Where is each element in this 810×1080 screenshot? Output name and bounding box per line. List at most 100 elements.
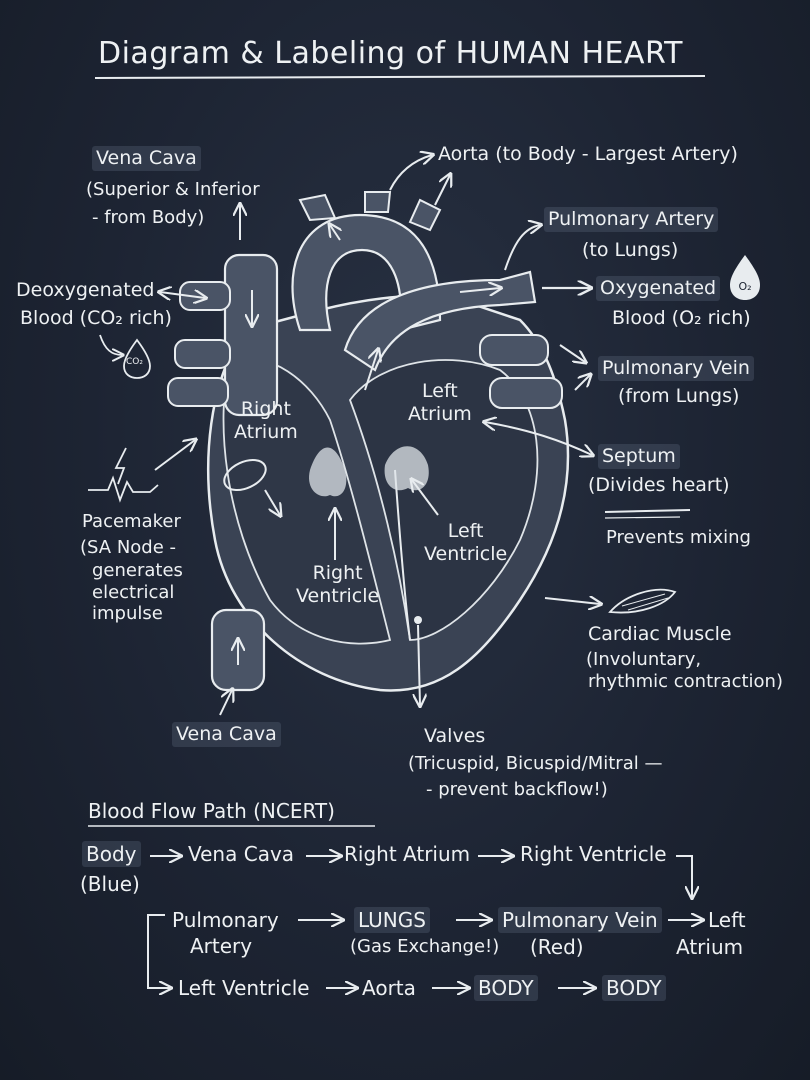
septum-decor-1 (604, 509, 691, 513)
tricuspid-valve (309, 447, 347, 497)
valve-dot (414, 616, 422, 624)
arrow-valves (418, 624, 420, 705)
label-cardiac-muscle: Cardiac Muscle (588, 623, 732, 645)
label-valves: Valves (424, 725, 486, 747)
label-right-ventricle: Right Ventricle (296, 562, 379, 608)
flow-arrow-rv (364, 350, 378, 391)
arrow-cardiac (544, 598, 600, 604)
flow-arrow-ra (264, 489, 280, 515)
label-deoxygenated: Deoxygenated (16, 279, 155, 301)
label-left-atrium: Left Atrium (408, 380, 472, 426)
svg-text:O₂: O₂ (738, 280, 751, 293)
arrow-co2 (99, 334, 122, 355)
label-vena-cava-top-sub1: (Superior & Inferior (86, 179, 260, 200)
flow-left: Left (708, 908, 746, 932)
flow-bracket (147, 914, 170, 988)
label-left-ventricle: Left Ventricle (424, 520, 507, 566)
muscle-icon (608, 588, 677, 614)
right-ventricle-line1: Right (312, 562, 363, 584)
flow-aorta: Aorta (362, 976, 416, 1000)
arrow-pulm-vein-1 (559, 344, 585, 362)
left-atrium-line1: Left (422, 380, 458, 402)
label-septum: Septum (598, 444, 680, 469)
right-ventricle-line2: Ventricle (296, 584, 380, 607)
label-pulmonary-artery: Pulmonary Artery (544, 207, 719, 232)
o2-drop-icon (730, 255, 760, 300)
label-deoxy-blood: Blood (CO₂ rich) (20, 307, 172, 329)
left-ventricle-line1: Left (447, 520, 484, 542)
flow-right-ventricle: Right Ventricle (520, 842, 667, 866)
superior-vena-cava (223, 253, 279, 417)
arrow-pulm-vein-2 (574, 375, 590, 391)
flow-pulmonary-vein: Pulmonary Vein (498, 907, 662, 933)
flow-vena-cava: Vena Cava (188, 842, 295, 866)
arrow-pacemaker (154, 440, 195, 471)
label-right-atrium: Right Atrium (234, 398, 298, 444)
flow-right-atrium: Right Atrium (344, 842, 471, 866)
pulmonary-vein-1 (479, 334, 549, 366)
arrow-septum (485, 422, 592, 455)
lightning-icon (114, 447, 127, 485)
aorta-branch-2 (364, 191, 392, 213)
label-vena-cava-top: Vena Cava (92, 146, 201, 171)
flow-body-2: BODY (602, 975, 666, 1001)
arrow-vena-cava-bottom (219, 690, 232, 716)
vessel-left-3 (167, 377, 229, 407)
arrow-deoxy (160, 292, 205, 298)
page-title: Diagram & Labeling of HUMAN HEART (98, 36, 684, 71)
aorta-branch-3 (408, 198, 442, 232)
title-underline (94, 75, 706, 79)
right-atrium-line2: Atrium (234, 420, 298, 443)
sa-node (223, 458, 267, 492)
flow-atrium: Atrium (676, 935, 744, 959)
label-cardiac-sub2: rhythmic contraction) (588, 671, 783, 692)
left-atrium-line2: Atrium (408, 402, 472, 425)
label-valves-sub2: - prevent backflow!) (426, 779, 608, 800)
label-valves-sub1: (Tricuspid, Bicuspid/Mitral — (408, 753, 663, 774)
flow-left-ventricle: Left Ventricle (178, 976, 310, 1000)
label-vena-cava-bottom: Vena Cava (172, 722, 281, 747)
right-chamber (222, 357, 392, 645)
label-pacemaker-2: (SA Node - (80, 537, 177, 558)
arrow-pulm-artery (504, 225, 540, 271)
label-prevents-mixing: Prevents mixing (606, 527, 751, 548)
blood-flow-heading: Blood Flow Path (NCERT) (88, 799, 335, 823)
left-ventricle-line2: Ventricle (424, 542, 508, 565)
flow-pulmonary: Pulmonary (172, 908, 279, 932)
arrow-left-ventricle (412, 480, 439, 516)
arrow-aorta-2 (434, 175, 450, 206)
label-oxygenated: Oxygenated (596, 276, 721, 301)
label-aorta: Aorta (to Body - Largest Artery) (438, 143, 738, 165)
label-vena-cava-top-sub2: - from Body) (92, 207, 205, 228)
flow-blue: (Blue) (80, 872, 140, 896)
pulmonary-vein-2 (489, 377, 563, 409)
ecg-icon (88, 475, 159, 503)
flow-artery: Artery (190, 934, 253, 958)
label-pacemaker-3: generates (92, 560, 183, 581)
label-pulmonary-artery-sub: (to Lungs) (582, 239, 679, 261)
flow-body: Body (82, 841, 141, 867)
label-oxy-blood: Blood (O₂ rich) (612, 307, 751, 329)
co2-drop-icon (123, 338, 151, 379)
flow-red: (Red) (530, 935, 584, 959)
co2-icon-label: CO₂ (126, 357, 143, 367)
arrow-aorta (389, 155, 432, 191)
septum-decor-2 (604, 516, 681, 519)
flow-gas-exchange: (Gas Exchange!) (350, 936, 500, 957)
label-pacemaker: Pacemaker (82, 511, 181, 532)
label-septum-sub: (Divides heart) (588, 474, 730, 496)
flow-body-1: BODY (474, 975, 538, 1001)
label-cardiac-sub1: (Involuntary, (586, 649, 702, 670)
right-atrium-line1: Right (240, 398, 291, 420)
label-pacemaker-5: impulse (92, 603, 163, 624)
aorta-branch-1 (298, 193, 337, 222)
flow-a4 (676, 855, 692, 897)
flow-arrow-pa (459, 288, 500, 292)
vessel-left-2 (174, 339, 231, 369)
label-pacemaker-4: electrical (92, 582, 175, 603)
muscle-icon-lines (621, 593, 669, 611)
label-pulmonary-vein-sub: (from Lungs) (618, 385, 740, 407)
flow-lungs: LUNGS (354, 907, 430, 933)
